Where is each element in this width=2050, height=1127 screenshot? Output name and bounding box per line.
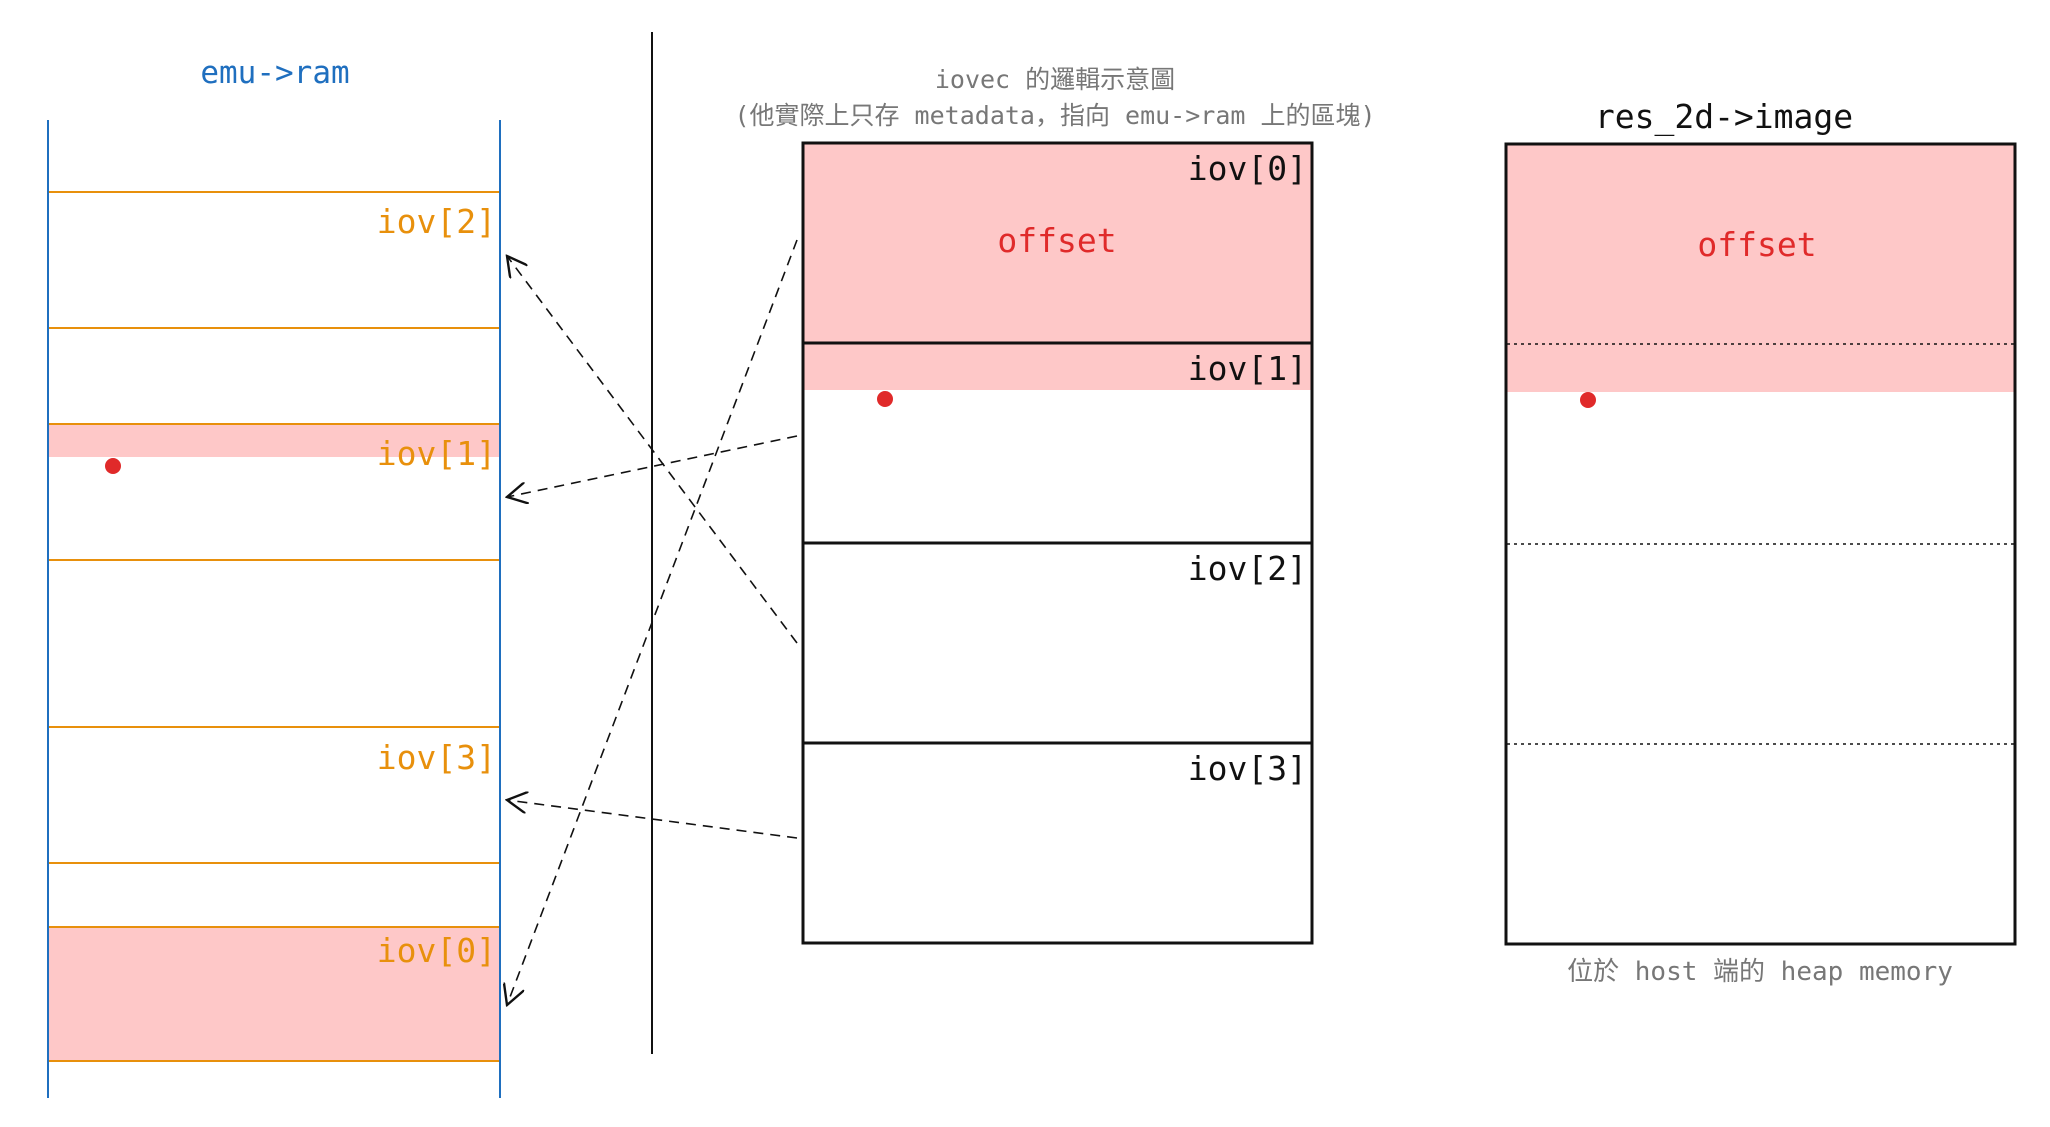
ram-iov2-label: iov[2] xyxy=(377,202,496,241)
ram-iov1-label: iov[1] xyxy=(377,434,496,473)
image-offset-label: offset xyxy=(1697,225,1816,264)
iovec-iov2-label: iov[2] xyxy=(1188,549,1307,588)
ram-iov0-label: iov[0] xyxy=(377,931,496,970)
iovec-offset-label: offset xyxy=(997,221,1116,260)
arrow-iov3-to-ram xyxy=(507,800,798,839)
ram-block-boundaries xyxy=(49,191,500,1062)
image-position-dot xyxy=(1580,392,1596,408)
iovec-iov0-fill xyxy=(803,143,1312,343)
ram-iov1-offset-region xyxy=(49,424,499,457)
image-box xyxy=(1504,142,2017,946)
ram-iov0-region xyxy=(49,927,499,1061)
image-title: res_2d->image xyxy=(1595,97,1853,137)
iovec-iov1-label: iov[1] xyxy=(1188,349,1307,388)
arrow-iov0-to-ram xyxy=(507,239,798,1005)
iovec-panel: iovec 的邏輯示意圖 (他實際上只存 metadata，指向 emu->ra… xyxy=(734,65,1376,945)
mapping-arrows xyxy=(507,239,798,1005)
iovec-position-dot xyxy=(877,391,893,407)
emu-ram-title: emu->ram xyxy=(200,55,349,91)
arrow-iov1-to-ram xyxy=(507,435,798,497)
arrow-iov2-to-ram xyxy=(507,256,798,644)
iovec-iov1-offset-fill xyxy=(803,343,1312,390)
iovec-iov3-label: iov[3] xyxy=(1188,749,1307,788)
iovec-iov0-label: iov[0] xyxy=(1188,149,1307,188)
iovec-subtitle: (他實際上只存 metadata，指向 emu->ram 上的區塊) xyxy=(734,101,1375,130)
image-caption: 位於 host 端的 heap memory xyxy=(1567,957,1953,987)
image-dotted-dividers xyxy=(1507,343,2014,745)
image-offset-fill xyxy=(1506,144,2015,392)
iovec-title: iovec 的邏輯示意圖 xyxy=(935,65,1175,94)
ram-iov3-label: iov[3] xyxy=(377,738,496,777)
image-panel: res_2d->image offset 位於 host 端的 heap mem… xyxy=(1504,97,2017,987)
emu-ram-panel: emu->ram iov[2] iov[1] iov[3] iov[0] xyxy=(47,55,501,1098)
ram-position-dot xyxy=(105,458,121,474)
